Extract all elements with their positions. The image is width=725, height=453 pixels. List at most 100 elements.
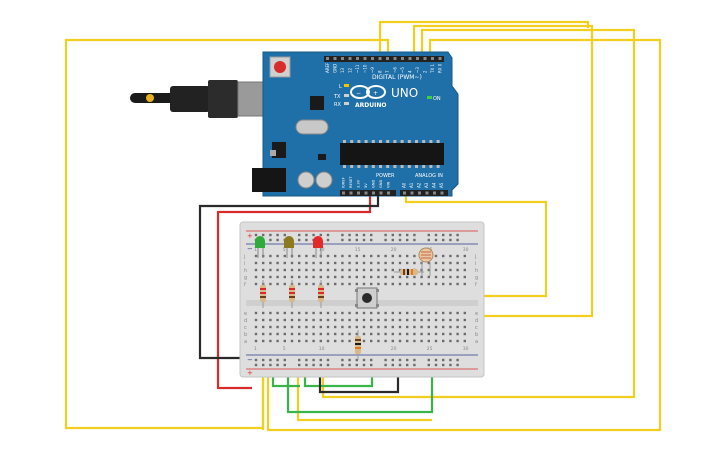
- breadboard-hole[interactable]: [298, 318, 301, 322]
- breadboard-hole[interactable]: [362, 275, 366, 279]
- breadboard-hole[interactable]: [456, 318, 459, 322]
- breadboard-hole[interactable]: [463, 339, 466, 343]
- breadboard-hole[interactable]: [413, 254, 416, 258]
- breadboard-hole[interactable]: [427, 325, 430, 329]
- breadboard-hole[interactable]: [449, 358, 452, 362]
- breadboard-hole[interactable]: [456, 339, 459, 343]
- breadboard-hole[interactable]: [413, 363, 416, 367]
- breadboard-hole[interactable]: [456, 311, 459, 315]
- breadboard-hole[interactable]: [377, 318, 380, 322]
- breadboard-hole[interactable]: [434, 363, 438, 367]
- breadboard-hole[interactable]: [319, 332, 322, 336]
- resistor-led-3[interactable]: [318, 280, 324, 308]
- digital-pin[interactable]: [326, 57, 329, 60]
- breadboard-hole[interactable]: [413, 325, 416, 329]
- breadboard-hole[interactable]: [355, 358, 358, 362]
- breadboard-hole[interactable]: [269, 358, 272, 362]
- breadboard-hole[interactable]: [341, 311, 344, 315]
- breadboard-hole[interactable]: [276, 311, 279, 315]
- power-pin[interactable]: [342, 191, 345, 195]
- breadboard-hole[interactable]: [413, 339, 416, 343]
- breadboard-hole[interactable]: [290, 318, 294, 322]
- breadboard-hole[interactable]: [276, 325, 279, 329]
- breadboard-hole[interactable]: [427, 268, 430, 272]
- breadboard-hole[interactable]: [449, 275, 452, 279]
- breadboard-hole[interactable]: [434, 238, 438, 242]
- breadboard-hole[interactable]: [434, 339, 438, 343]
- breadboard-hole[interactable]: [276, 318, 279, 322]
- breadboard-hole[interactable]: [456, 363, 459, 367]
- breadboard-hole[interactable]: [398, 318, 402, 322]
- breadboard-hole[interactable]: [276, 358, 279, 362]
- breadboard-hole[interactable]: [362, 254, 366, 258]
- breadboard-hole[interactable]: [427, 332, 430, 336]
- breadboard-hole[interactable]: [319, 325, 322, 329]
- breadboard-hole[interactable]: [370, 275, 373, 279]
- breadboard-hole[interactable]: [391, 311, 394, 315]
- breadboard-hole[interactable]: [377, 275, 380, 279]
- breadboard-hole[interactable]: [406, 261, 409, 265]
- breadboard-hole[interactable]: [406, 275, 409, 279]
- breadboard-hole[interactable]: [283, 275, 286, 279]
- breadboard-hole[interactable]: [355, 238, 358, 242]
- breadboard-hole[interactable]: [298, 311, 301, 315]
- breadboard-hole[interactable]: [326, 325, 330, 329]
- breadboard-hole[interactable]: [355, 233, 358, 237]
- breadboard-hole[interactable]: [398, 332, 402, 336]
- breadboard-hole[interactable]: [355, 261, 358, 265]
- breadboard-hole[interactable]: [370, 325, 373, 329]
- breadboard-hole[interactable]: [334, 332, 337, 336]
- breadboard-hole[interactable]: [463, 282, 466, 286]
- breadboard-hole[interactable]: [319, 268, 322, 272]
- breadboard-hole[interactable]: [449, 268, 452, 272]
- breadboard-hole[interactable]: [377, 268, 380, 272]
- breadboard-hole[interactable]: [463, 332, 466, 336]
- digital-pin[interactable]: [371, 57, 374, 60]
- breadboard-hole[interactable]: [406, 318, 409, 322]
- analog-pin[interactable]: [433, 191, 436, 195]
- breadboard-hole[interactable]: [305, 332, 308, 336]
- breadboard-hole[interactable]: [406, 358, 409, 362]
- breadboard-hole[interactable]: [348, 238, 351, 242]
- breadboard-hole[interactable]: [276, 363, 279, 367]
- breadboard-hole[interactable]: [398, 339, 402, 343]
- breadboard-hole[interactable]: [262, 325, 265, 329]
- breadboard-hole[interactable]: [413, 358, 416, 362]
- breadboard-hole[interactable]: [326, 318, 330, 322]
- breadboard-hole[interactable]: [319, 233, 322, 237]
- breadboard-hole[interactable]: [348, 318, 351, 322]
- breadboard-hole[interactable]: [326, 363, 330, 367]
- breadboard-hole[interactable]: [305, 318, 308, 322]
- breadboard-hole[interactable]: [391, 318, 394, 322]
- power-pin[interactable]: [379, 191, 383, 195]
- breadboard-hole[interactable]: [427, 318, 430, 322]
- breadboard-hole[interactable]: [370, 254, 373, 258]
- breadboard-hole[interactable]: [341, 261, 344, 265]
- breadboard-hole[interactable]: [341, 254, 344, 258]
- breadboard-hole[interactable]: [298, 268, 301, 272]
- breadboard-hole[interactable]: [370, 233, 373, 237]
- resistor-led-2[interactable]: [289, 280, 295, 308]
- breadboard-hole[interactable]: [362, 261, 366, 265]
- breadboard-hole[interactable]: [384, 282, 387, 286]
- breadboard-hole[interactable]: [370, 318, 373, 322]
- breadboard-hole[interactable]: [298, 325, 301, 329]
- digital-pin[interactable]: [341, 57, 344, 60]
- breadboard-hole[interactable]: [398, 282, 402, 286]
- breadboard-hole[interactable]: [362, 363, 366, 367]
- breadboard-hole[interactable]: [377, 261, 380, 265]
- breadboard-hole[interactable]: [355, 254, 358, 258]
- breadboard-hole[interactable]: [384, 339, 387, 343]
- breadboard-hole[interactable]: [434, 325, 438, 329]
- breadboard-hole[interactable]: [449, 325, 452, 329]
- breadboard-hole[interactable]: [456, 358, 459, 362]
- breadboard-hole[interactable]: [355, 325, 358, 329]
- breadboard-hole[interactable]: [420, 318, 423, 322]
- breadboard-hole[interactable]: [298, 275, 301, 279]
- breadboard-hole[interactable]: [362, 358, 366, 362]
- breadboard-hole[interactable]: [420, 282, 423, 286]
- breadboard-hole[interactable]: [370, 268, 373, 272]
- digital-pin[interactable]: [408, 57, 412, 60]
- breadboard-hole[interactable]: [449, 311, 452, 315]
- breadboard-hole[interactable]: [434, 358, 438, 362]
